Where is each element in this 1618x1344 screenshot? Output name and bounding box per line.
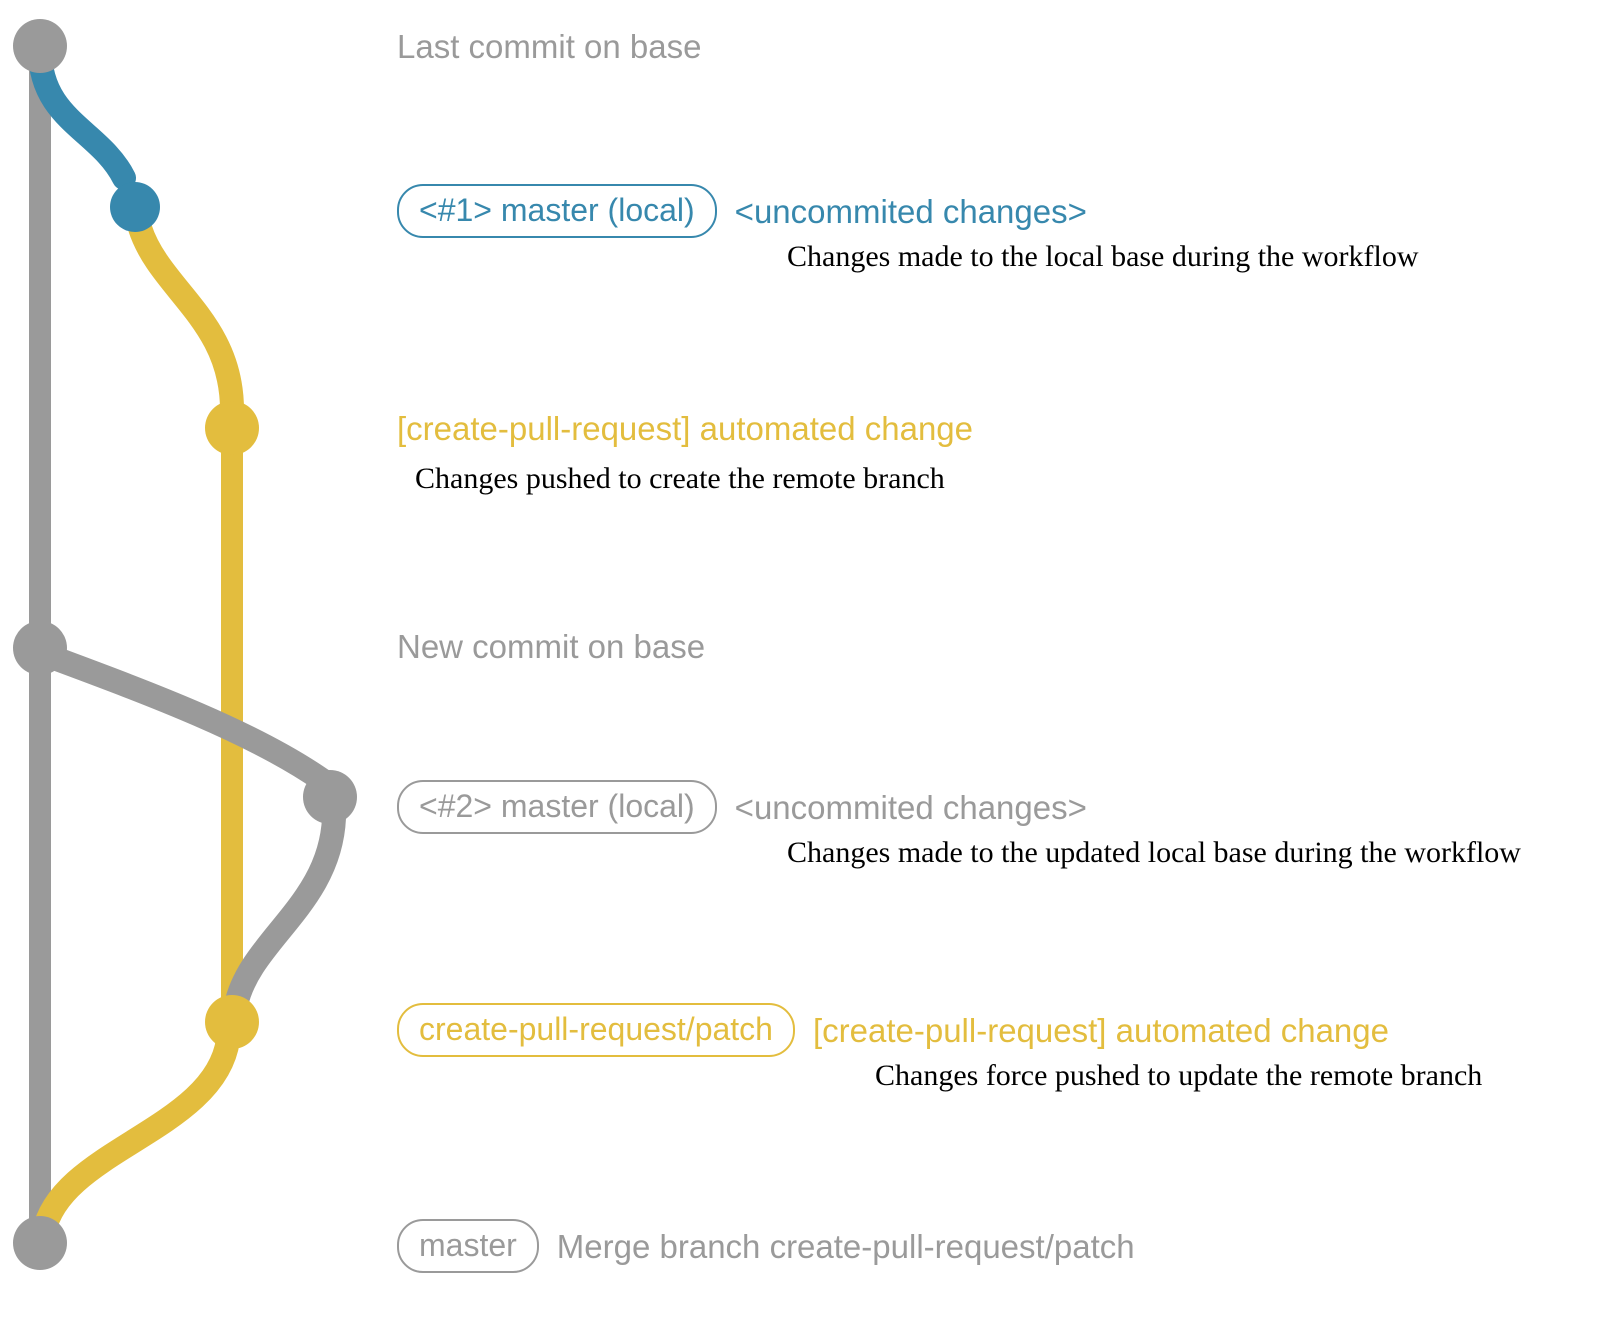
row-new-commit-on-base: New commit on base (397, 630, 705, 663)
row-last-commit-on-base: Last commit on base (397, 30, 701, 63)
commit-node-local-1[interactable] (110, 182, 160, 232)
row-master-merge: master Merge branch create-pull-request/… (397, 1219, 1135, 1273)
ref-pill-master[interactable]: master (397, 1219, 539, 1273)
commit-subject-local-1: <uncommited changes> (734, 192, 1087, 230)
edge-base-to-local2 (34, 643, 334, 792)
commit-subject-automated-change-1: [create-pull-request] automated change (397, 410, 974, 447)
commit-subject-patch-branch: [create-pull-request] automated change (812, 1011, 1389, 1049)
commit-subject-new-commit-on-base: New commit on base (397, 628, 706, 665)
ref-pill-local-2[interactable]: <#2> master (local) (397, 780, 717, 834)
commit-node-patch-branch[interactable] (205, 995, 259, 1049)
row-automated-change-1: [create-pull-request] automated change (397, 412, 973, 445)
commit-subject-local-2: <uncommited changes> (734, 788, 1087, 826)
row-local-1: <#1> master (local) <uncommited changes> (397, 184, 1087, 238)
commit-description-automated-change-1: Changes pushed to create the remote bran… (415, 462, 945, 495)
commit-subject-last-commit-on-base: Last commit on base (397, 28, 702, 65)
row-local-2: <#2> master (local) <uncommited changes> (397, 780, 1087, 834)
commit-node-automated-change-1[interactable] (205, 401, 259, 455)
commit-node-new-commit-on-base[interactable] (13, 621, 67, 675)
commit-node-master-merge[interactable] (13, 1216, 67, 1270)
ref-pill-patch-branch[interactable]: create-pull-request/patch (397, 1003, 795, 1057)
edge-local2-to-patch2 (224, 806, 346, 1017)
ref-pill-local-1[interactable]: <#1> master (local) (397, 184, 717, 238)
commit-subject-master-merge: Merge branch create-pull-request/patch (556, 1227, 1135, 1265)
edge-patch-to-master (32, 1028, 240, 1244)
commit-node-local-2[interactable] (303, 770, 357, 824)
commit-node-last-commit-on-base[interactable] (13, 19, 67, 73)
edge-local1-to-patch1 (128, 216, 244, 422)
commit-description-patch-branch: Changes force pushed to update the remot… (875, 1059, 1483, 1092)
row-patch-branch: create-pull-request/patch [create-pull-r… (397, 1003, 1389, 1057)
commit-description-local-2: Changes made to the updated local base d… (787, 836, 1521, 869)
commit-description-local-1: Changes made to the local base during th… (787, 240, 1419, 273)
